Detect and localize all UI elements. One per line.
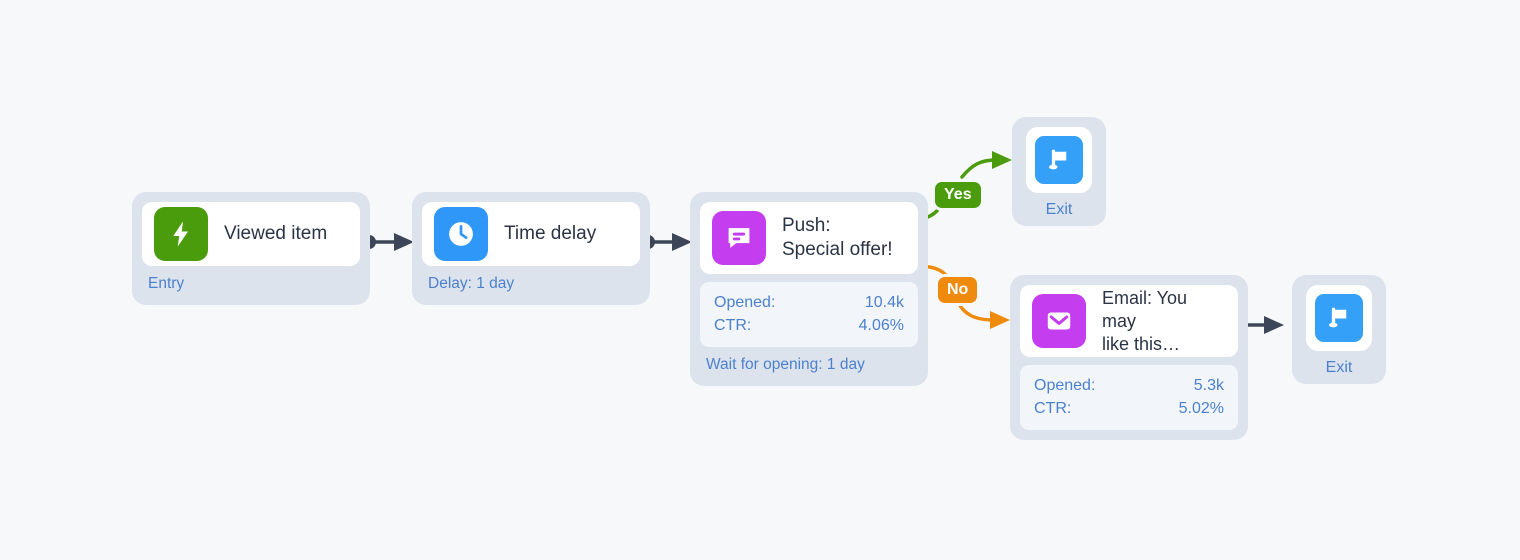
stat-label: Opened: — [714, 294, 776, 311]
push-title: Push: Special offer! — [782, 215, 893, 260]
lightning-bolt-icon — [154, 207, 208, 261]
email-title: Email: You may like this… — [1102, 287, 1188, 354]
time-delay-card[interactable]: Time delay — [422, 202, 640, 266]
push-meta: Wait for opening: 1 day — [706, 356, 865, 373]
viewed-item-card[interactable]: Viewed item — [142, 202, 360, 266]
stat-label: CTR: — [1034, 400, 1072, 417]
viewed-item-meta: Entry — [148, 275, 185, 292]
node-exit-bottom[interactable]: Exit — [1292, 275, 1386, 384]
viewed-item-title: Viewed item — [224, 223, 328, 244]
branch-badge-no-label: No — [947, 281, 969, 298]
stat-value: 5.3k — [1193, 377, 1224, 394]
clock-icon — [434, 207, 488, 261]
envelope-icon — [1032, 294, 1086, 348]
flag-icon — [1315, 294, 1363, 342]
node-push[interactable]: Push: Special offer! Opened: 10.4k CTR: … — [690, 192, 928, 386]
email-stats: Opened: 5.3k CTR: 5.02% — [1020, 365, 1238, 430]
stat-row: CTR: 5.02% — [1034, 397, 1224, 420]
push-stats: Opened: 10.4k CTR: 4.06% — [700, 282, 918, 347]
branch-badge-no[interactable]: No — [938, 277, 978, 303]
branch-badge-yes-label: Yes — [944, 186, 972, 203]
stat-row: CTR: 4.06% — [714, 314, 904, 337]
flag-icon — [1035, 136, 1083, 184]
stat-row: Opened: 10.4k — [714, 291, 904, 314]
branch-badge-yes[interactable]: Yes — [935, 182, 981, 208]
stat-row: Opened: 5.3k — [1034, 374, 1224, 397]
node-email[interactable]: Email: You may like this… Opened: 5.3k C… — [1010, 275, 1248, 440]
email-card[interactable]: Email: You may like this… — [1020, 285, 1238, 357]
stat-value: 5.02% — [1178, 400, 1224, 417]
exit-bottom-label: Exit — [1325, 359, 1353, 376]
exit-top-label: Exit — [1045, 201, 1073, 218]
time-delay-meta: Delay: 1 day — [428, 275, 515, 292]
stat-value: 10.4k — [864, 294, 904, 311]
node-time-delay[interactable]: Time delay Delay: 1 day — [412, 192, 650, 305]
push-message-icon — [712, 211, 766, 265]
push-card[interactable]: Push: Special offer! — [700, 202, 918, 274]
exit-top-card[interactable] — [1026, 127, 1092, 193]
time-delay-title: Time delay — [504, 223, 597, 244]
node-viewed-item[interactable]: Viewed item Entry — [132, 192, 370, 305]
node-exit-top[interactable]: Exit — [1012, 117, 1106, 226]
stat-label: Opened: — [1034, 377, 1096, 394]
stat-value: 4.06% — [858, 317, 904, 334]
exit-bottom-card[interactable] — [1306, 285, 1372, 351]
stat-label: CTR: — [714, 317, 752, 334]
